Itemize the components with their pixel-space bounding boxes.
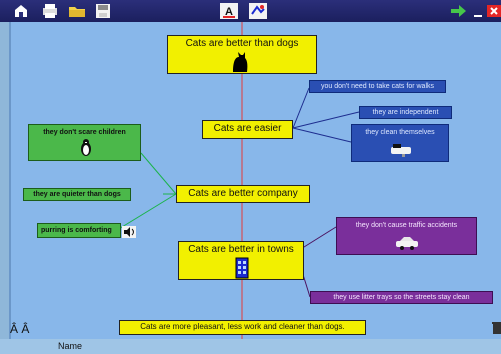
subtopic-node-quieter[interactable]: they are quieter than dogs [23,188,131,201]
node-label: they use litter trays so the streets sta… [333,293,470,301]
node-label: they are independent [372,108,439,116]
topic-node-root[interactable]: Cats are better than dogs [167,35,317,74]
node-label: they are quieter than dogs [33,190,121,198]
car-icon [394,234,420,252]
svg-text:A: A [225,6,233,18]
node-label: purring is comforting [41,226,112,234]
node-label: Cats are better than dogs [185,38,299,49]
subtopic-node-purring[interactable]: purring is comforting [37,223,121,238]
close-icon[interactable] [487,3,501,19]
toolbar: A [0,0,501,22]
node-label: they don't cause traffic accidents [355,222,458,229]
print-icon[interactable] [41,3,59,19]
topic-node-summary[interactable]: Cats are more pleasant, less work and cl… [119,320,366,335]
minimize-icon[interactable] [473,3,483,19]
node-label: you don't need to take cats for walks [320,82,434,90]
mind-map-canvas[interactable]: Cats are better than dogs Cats are easie… [9,22,501,339]
home-icon[interactable] [13,3,29,19]
node-label: Cats are easier [213,123,282,135]
node-label: they don't scare children [43,129,126,136]
subtopic-node-litter[interactable]: they use litter trays so the streets sta… [310,291,493,304]
bathtub-icon [390,141,412,159]
trash-icon[interactable] [491,321,501,340]
node-label: Cats are better in towns [188,244,294,255]
save-icon[interactable] [95,3,111,19]
next-arrow-icon[interactable] [449,3,467,19]
subtopic-node-clean[interactable]: they clean themselves [351,124,449,162]
font-size-controls[interactable]: Â Â [10,322,30,336]
subtopic-node-traffic[interactable]: they don't cause traffic accidents [336,217,477,255]
node-label: they clean themselves [365,129,435,136]
speaker-icon[interactable] [122,225,136,243]
node-label: Cats are more pleasant, less work and cl… [140,322,345,332]
subtopic-node-walks[interactable]: you don't need to take cats for walks [309,80,446,93]
text-size-icon[interactable]: A [220,3,238,19]
image-tool-icon[interactable] [249,3,267,19]
folder-icon[interactable] [68,3,86,19]
node-label: Cats are better company [188,187,298,199]
penguin-icon [79,139,93,159]
topic-node-towns[interactable]: Cats are better in towns [178,241,304,280]
name-label: Name [58,341,83,351]
topic-node-easier[interactable]: Cats are easier [202,120,293,139]
status-bar: Â Â Name [0,322,501,354]
subtopic-node-children[interactable]: they don't scare children [28,124,141,161]
cat-icon [230,50,250,76]
building-icon [235,257,249,283]
topic-node-company[interactable]: Cats are better company [176,185,310,203]
subtopic-node-independent[interactable]: they are independent [359,106,452,119]
